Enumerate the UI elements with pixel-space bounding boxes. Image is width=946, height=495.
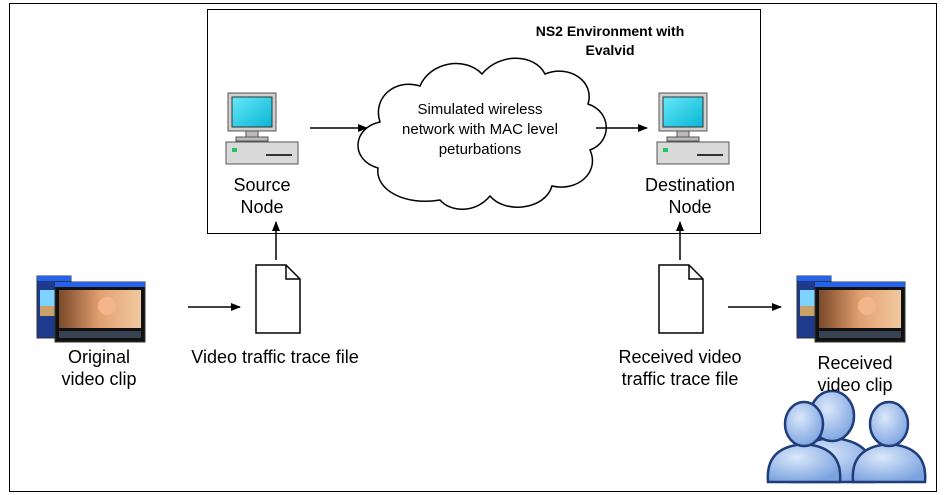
source-computer-icon bbox=[225, 92, 299, 165]
received-clip-line2: video clip bbox=[817, 375, 893, 395]
received-trace-document-icon bbox=[658, 264, 704, 334]
video-trace-label: Video traffic trace file bbox=[191, 347, 359, 367]
ns2-environment-box bbox=[207, 9, 761, 234]
users-icon bbox=[766, 389, 927, 484]
cloud-label-line2: network with MAC level bbox=[402, 121, 558, 138]
source-node-label: Source Node bbox=[212, 174, 312, 218]
cloud-label-line3: peturbations bbox=[438, 141, 522, 158]
source-node-line2: Node bbox=[240, 197, 284, 217]
original-video-player-icon bbox=[36, 275, 146, 343]
flow-arrows bbox=[188, 124, 782, 311]
received-trace-line2: traffic trace file bbox=[621, 369, 739, 389]
original-clip-line1: Original bbox=[67, 347, 131, 367]
cloud-label: Simulated wireless network with MAC leve… bbox=[375, 100, 585, 160]
video-trace-document-icon bbox=[255, 264, 301, 334]
original-clip-line2: video clip bbox=[61, 369, 137, 389]
received-video-player-icon bbox=[796, 275, 906, 343]
destination-node-line1: Destination bbox=[644, 175, 736, 195]
destination-node-label: Destination Node bbox=[630, 174, 750, 218]
cloud-icon bbox=[357, 57, 607, 210]
environment-title-line1: NS2 Environment with bbox=[535, 23, 685, 39]
environment-title-line2: Evalvid bbox=[585, 42, 635, 58]
received-trace-line1: Received video bbox=[618, 347, 742, 367]
received-trace-label: Received video traffic trace file bbox=[600, 346, 760, 390]
outer-frame bbox=[9, 3, 937, 492]
source-node-line1: Source bbox=[233, 175, 291, 195]
destination-computer-icon bbox=[656, 92, 730, 165]
received-clip-label: Received video clip bbox=[800, 352, 910, 396]
destination-node-line2: Node bbox=[668, 197, 712, 217]
received-clip-line1: Received bbox=[817, 353, 893, 373]
environment-title: NS2 Environment with Evalvid bbox=[470, 22, 750, 60]
original-clip-label: Original video clip bbox=[44, 346, 154, 390]
cloud-label-line1: Simulated wireless bbox=[417, 101, 543, 118]
